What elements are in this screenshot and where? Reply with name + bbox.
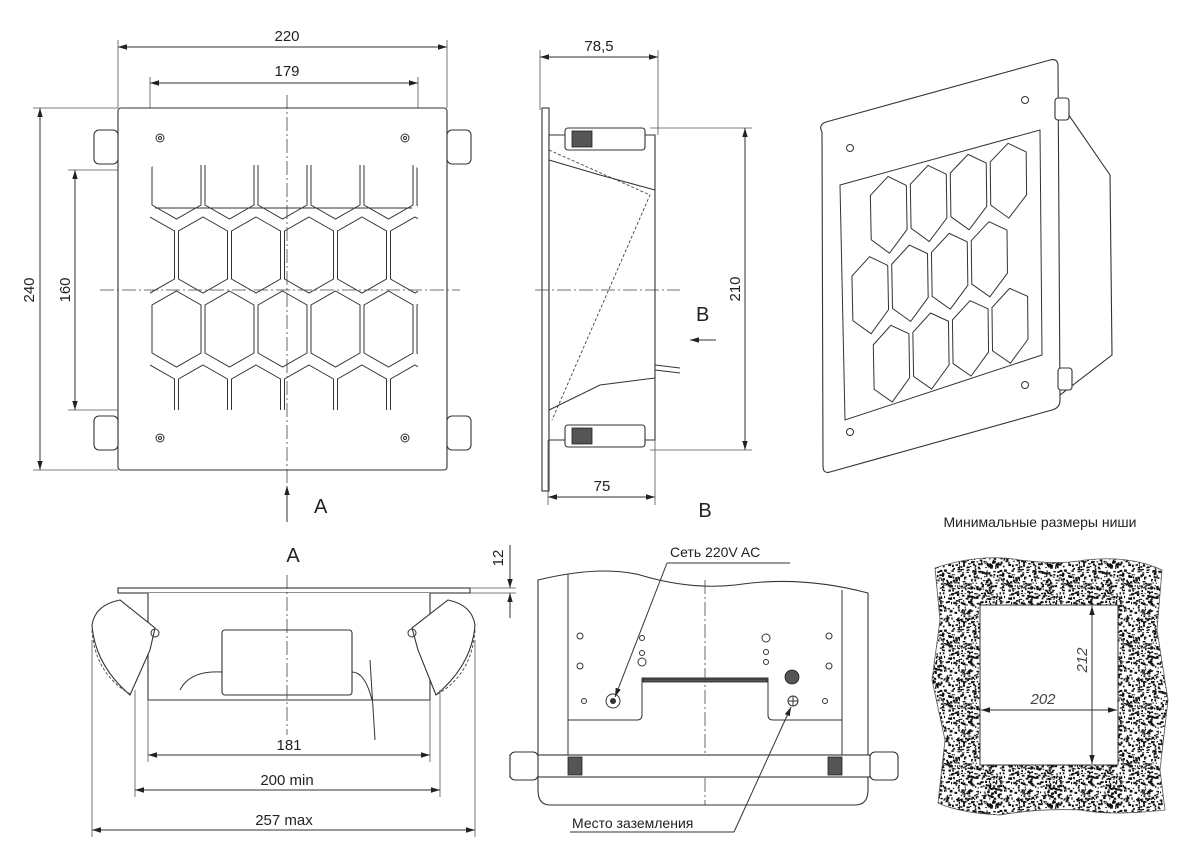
dim-label-200-min: 200 min (260, 772, 313, 789)
hex-cell (310, 290, 361, 368)
hex-cell (891, 244, 929, 323)
niche-opening (979, 604, 1119, 766)
hex-cell (390, 364, 418, 410)
hex-cell (912, 312, 950, 390)
section-clamp-left (91, 599, 156, 696)
hex-cell (337, 364, 387, 410)
hex-cell (872, 324, 911, 403)
hex-cell (231, 216, 281, 294)
hex-cell (178, 364, 228, 410)
dim-label-212: 212 (1074, 647, 1091, 674)
hex-cell (951, 300, 990, 377)
dim-label-160: 160 (57, 277, 74, 302)
niche-title: Минимальные размеры ниши (944, 514, 1137, 530)
section-plate (117, 587, 471, 594)
niche-view: Минимальные размеры ниши 212 202 (931, 514, 1169, 816)
dim-label-75: 75 (594, 478, 611, 495)
hex-cell (909, 164, 948, 243)
hex-cell (150, 216, 175, 294)
hex-cell (991, 287, 1029, 364)
hex-cell (151, 165, 202, 220)
hex-cell (949, 153, 988, 231)
hex-cell (337, 216, 387, 294)
hex-cell (231, 364, 281, 410)
dim-label-181: 181 (276, 737, 301, 754)
section-a-title: A (286, 545, 300, 567)
hex-cell (178, 216, 228, 294)
hex-cell (284, 364, 334, 410)
hex-cell (989, 142, 1028, 219)
view-b-title: B (698, 500, 711, 522)
hex-cell (310, 165, 361, 220)
view-b-housing (537, 570, 869, 806)
front-plate (117, 107, 448, 471)
hex-cell (930, 232, 969, 310)
dim-label-240: 240 (21, 277, 38, 302)
hex-cell (257, 165, 308, 220)
hex-cell (390, 216, 418, 294)
view-b: B Сеть 220V AC Место заземления (509, 500, 899, 833)
perspective-plate (820, 59, 1061, 473)
dim-label-210: 210 (727, 276, 744, 301)
dim-label-12: 12 (490, 550, 507, 567)
view-arrow-b-label: B (696, 304, 709, 326)
corner-knobs (93, 129, 472, 451)
view-b-holes (576, 632, 833, 704)
hex-cell (150, 364, 175, 410)
dim-label-78-5: 78,5 (584, 38, 613, 55)
ground-symbol-icon (784, 669, 800, 685)
dim-label-202: 202 (1029, 691, 1056, 708)
dim-label-179: 179 (274, 63, 299, 80)
hex-cell (416, 290, 418, 368)
hex-cell (73, 217, 122, 293)
callout-ground: Место заземления (572, 815, 693, 831)
perspective-view (820, 59, 1113, 473)
power-inlet (605, 693, 621, 709)
section-a-view: A 12 181 200 min 257 max (91, 545, 516, 837)
hex-cell (363, 165, 414, 220)
hex-cell (869, 175, 908, 254)
side-flange (541, 107, 550, 492)
hex-cell (470, 291, 519, 367)
hex-cell (151, 290, 202, 368)
hex-cell (970, 221, 1008, 298)
front-view: 220 179 240 160 A (21, 28, 519, 522)
callout-power: Сеть 220V AC (670, 544, 760, 560)
hex-cell (363, 290, 414, 368)
mounting-screws (155, 133, 410, 443)
view-arrow-a-label: A (314, 496, 328, 518)
dim-label-257-max: 257 max (255, 812, 313, 829)
hex-cell (470, 143, 519, 219)
side-view: 78,5 210 75 B (535, 38, 752, 505)
hex-cell (257, 290, 308, 368)
section-clamp-right (411, 599, 476, 696)
perspective-grille (851, 142, 1029, 403)
hex-cell (204, 290, 255, 368)
hex-grille (73, 143, 519, 410)
hex-cell (284, 216, 334, 294)
hex-cell (851, 256, 890, 335)
dim-label-220: 220 (274, 28, 299, 45)
view-b-bar (509, 754, 871, 778)
hex-cell (444, 217, 493, 293)
hex-cell (204, 165, 255, 220)
side-body (548, 134, 656, 441)
